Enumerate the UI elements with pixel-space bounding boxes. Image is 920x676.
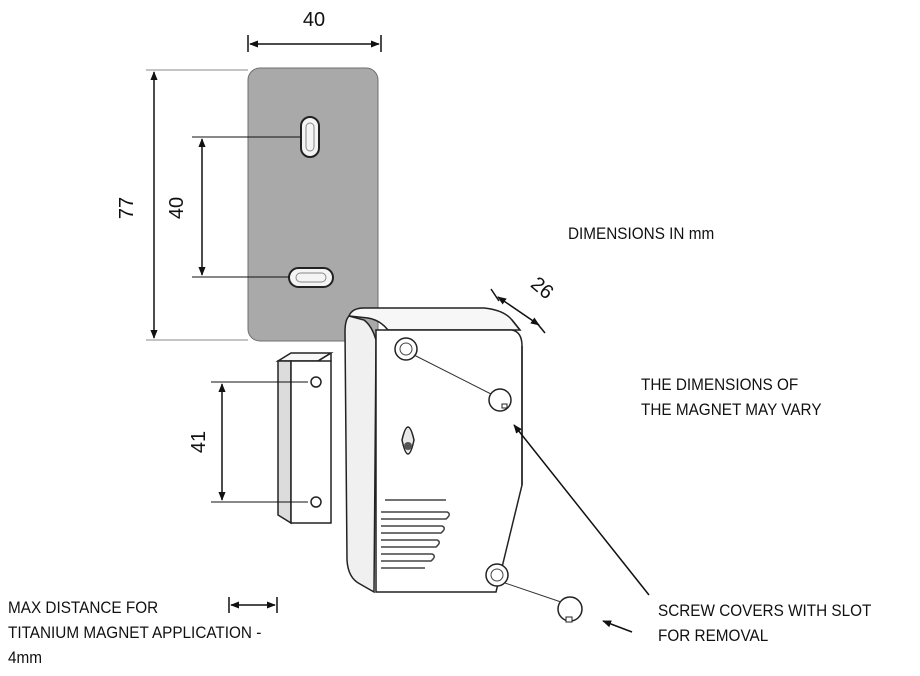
screw-cover-top-left bbox=[394, 337, 418, 361]
screw-covers-line-1: SCREW COVERS WITH SLOT bbox=[658, 601, 872, 620]
plate-height-dimension bbox=[146, 69, 248, 341]
plate-height-label: 77 bbox=[116, 197, 138, 219]
sensor-depth-dimension bbox=[490, 288, 546, 334]
screw-cover-top-right bbox=[488, 388, 512, 412]
magnet-hole-dimension bbox=[211, 381, 308, 503]
magnet-top-hole bbox=[310, 376, 322, 388]
magnet-vary-line-2: THE MAGNET MAY VARY bbox=[641, 400, 822, 419]
magnet bbox=[275, 352, 334, 525]
screw-covers-line-2: FOR REMOVAL bbox=[658, 626, 769, 645]
led-indicator bbox=[401, 426, 415, 455]
plate-width-dimension bbox=[247, 35, 382, 52]
max-distance-line-2: TITANIUM MAGNET APPLICATION - bbox=[8, 623, 262, 642]
max-distance-line-3: 4mm bbox=[8, 648, 43, 667]
slot-spacing-label: 40 bbox=[166, 197, 188, 219]
magnet-hole-label: 41 bbox=[188, 431, 210, 453]
screw-cover-removed bbox=[557, 596, 583, 623]
mounting-plate bbox=[247, 67, 379, 342]
units-note: DIMENSIONS IN mm bbox=[568, 224, 715, 243]
slot-spacing-dimension bbox=[192, 136, 300, 278]
sensor-housing bbox=[344, 307, 523, 594]
sensor-depth-label: 26 bbox=[526, 273, 557, 304]
screw-covers-note: SCREW COVERS WITH SLOT FOR REMOVAL bbox=[658, 598, 871, 648]
vertical-slot bbox=[300, 116, 320, 158]
screw-cover-callout-arrows bbox=[513, 424, 650, 633]
max-distance-arrow bbox=[228, 597, 278, 613]
vent-slots bbox=[381, 499, 450, 569]
horizontal-slot bbox=[288, 267, 334, 288]
screw-cover-bottom bbox=[485, 563, 509, 587]
plate-width-label: 40 bbox=[303, 9, 325, 31]
magnet-vary-line-1: THE DIMENSIONS OF bbox=[641, 375, 799, 394]
magnet-bottom-hole bbox=[310, 496, 322, 508]
magnet-vary-note: THE DIMENSIONS OF THE MAGNET MAY VARY bbox=[641, 372, 822, 422]
max-distance-note: MAX DISTANCE FOR TITANIUM MAGNET APPLICA… bbox=[8, 595, 261, 670]
max-distance-line-1: MAX DISTANCE FOR bbox=[8, 598, 159, 617]
